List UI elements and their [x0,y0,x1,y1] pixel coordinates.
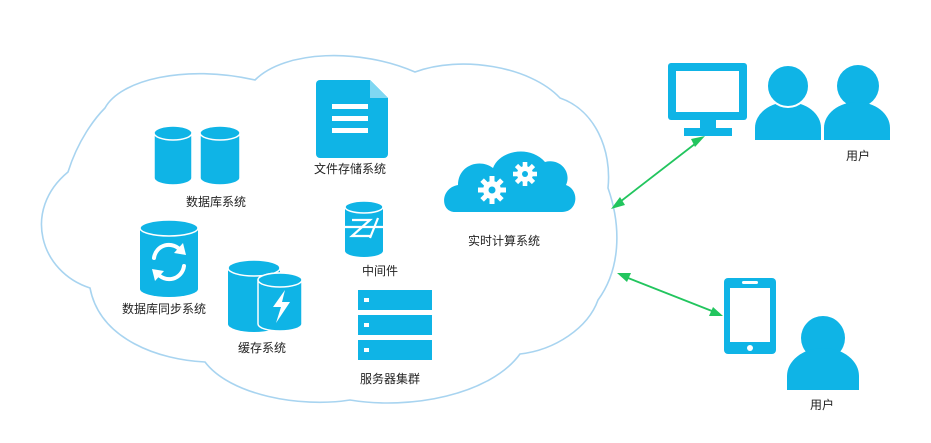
server-rack-icon [358,290,432,360]
middleware-label: 中间件 [362,263,398,278]
users-group-icon [755,64,890,140]
cloud-gears-icon [444,151,576,212]
document-icon [316,80,388,158]
database-sync-icon [139,219,199,297]
user-icon [787,316,859,390]
arrow-mobile-connection [617,273,723,316]
monitor-icon [668,63,747,136]
server-cluster-label: 服务器集群 [360,371,420,386]
cache-lightning-icon [227,259,303,332]
database-cylinders-icon [153,125,241,186]
cache-system-label: 缓存系统 [238,341,286,355]
arrow-desktop-connection [611,136,705,209]
mobile-user-label: 用户 [810,397,834,412]
realtime-compute-system-label: 实时计算系统 [468,233,540,248]
db-sync-system-label: 数据库同步系统 [122,301,206,316]
desktop-user-label: 用户 [846,148,870,163]
file-storage-system-label: 文件存储系统 [314,161,386,176]
middleware-cylinder-icon [344,200,411,257]
smartphone-icon [724,278,776,354]
database-system-label: 数据库系统 [186,194,246,209]
